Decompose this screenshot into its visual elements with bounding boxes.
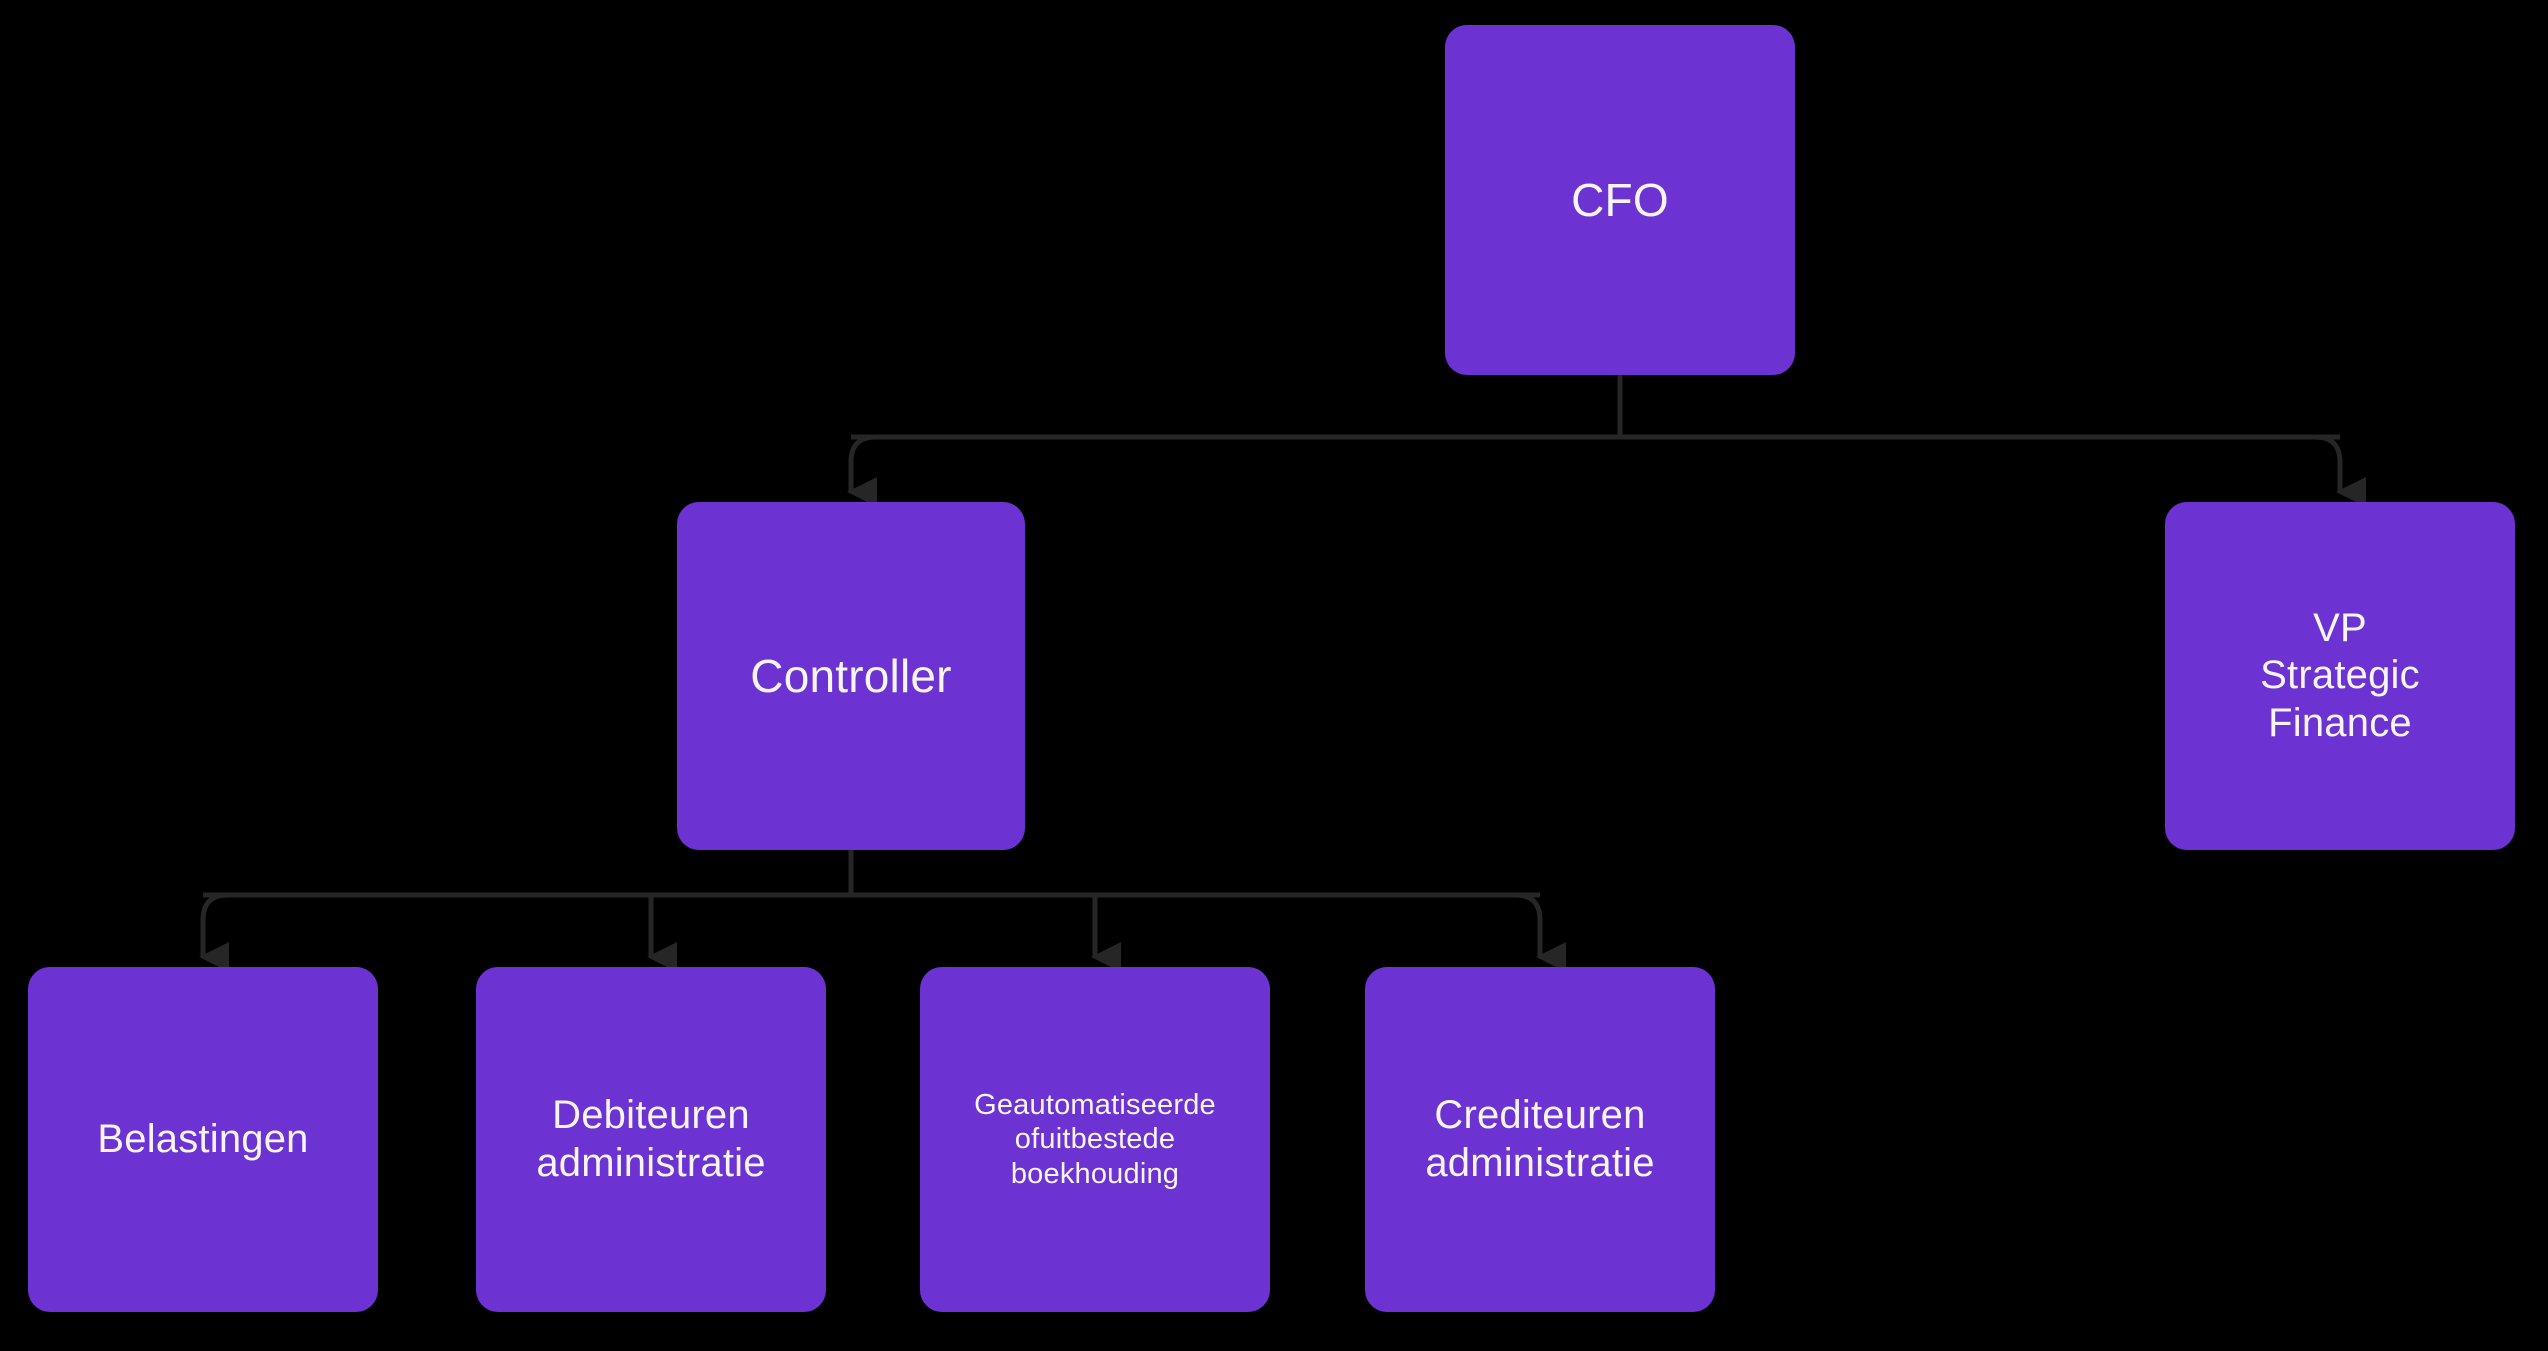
node-geautomatiseerde-boekhouding[interactable]: Geautomatiseerde ofuitbestede boekhoudin… — [920, 967, 1270, 1312]
edge-cfo-controller — [846, 434, 877, 507]
edge-controller-belastingen — [198, 892, 229, 972]
node-crediteuren-administratie[interactable]: Crediteuren administratie — [1365, 967, 1715, 1312]
node-belastingen[interactable]: Belastingen — [28, 967, 378, 1312]
node-cfo[interactable]: CFO — [1445, 25, 1795, 375]
node-controller[interactable]: Controller — [677, 502, 1025, 850]
edge-controller-crediteuren — [1514, 892, 1566, 972]
node-debiteuren-administratie[interactable]: Debiteuren administratie — [476, 967, 826, 1312]
node-vp-strategic-finance[interactable]: VP Strategic Finance — [2165, 502, 2515, 850]
edge-cfo-vp — [2314, 434, 2366, 507]
